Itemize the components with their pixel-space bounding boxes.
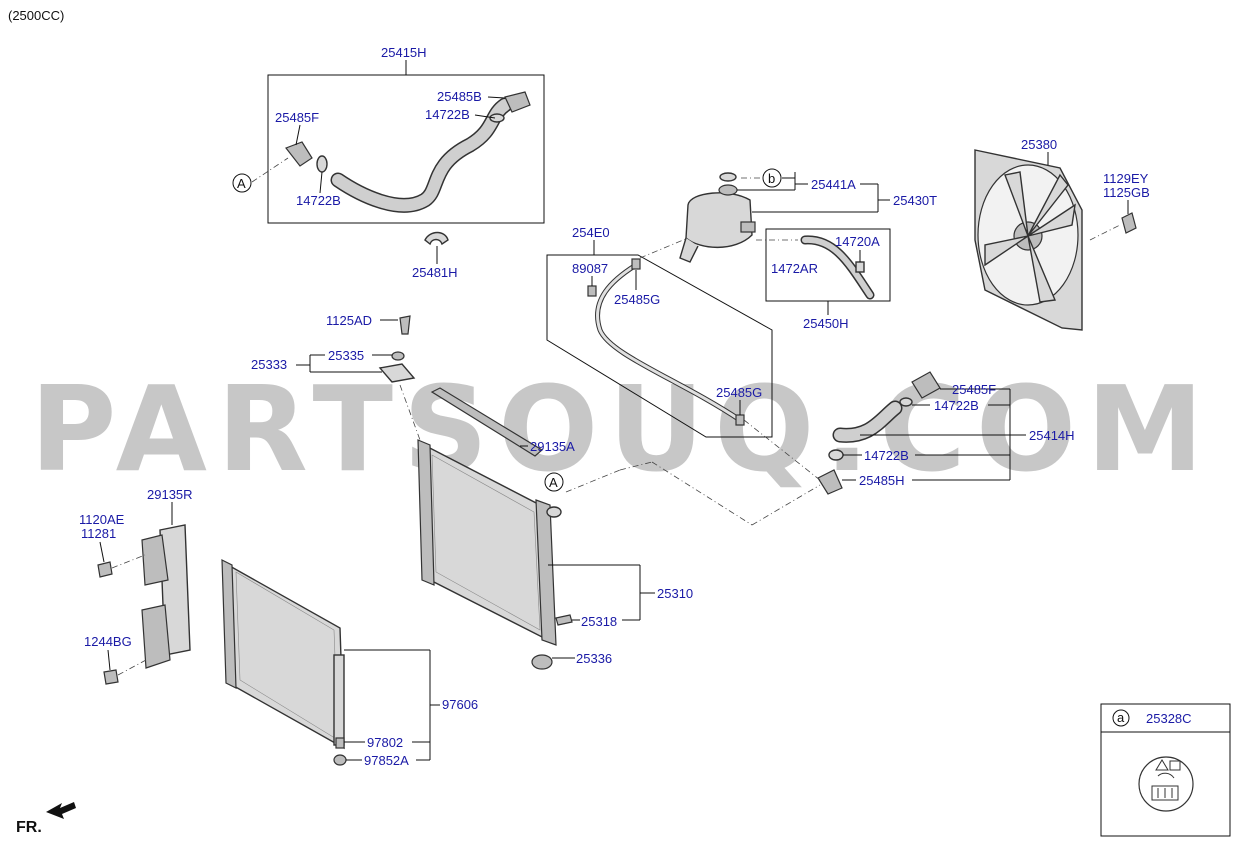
part-label-254E0[interactable]: 254E0 (572, 225, 610, 240)
part-label-14722B-top[interactable]: 14722B (425, 107, 470, 122)
radiator-core (417, 439, 562, 646)
part-label-25485G-top[interactable]: 25485G (614, 292, 660, 307)
part-label-25336[interactable]: 25336 (576, 651, 612, 666)
part-label-25485F-right[interactable]: 25485F (952, 382, 996, 397)
part-label-25430T[interactable]: 25430T (893, 193, 937, 208)
part-label-97852A[interactable]: 97852A (364, 753, 409, 768)
side-air-guard (141, 524, 191, 669)
warning-label-decal (1138, 756, 1194, 812)
guard-bolt-lower (103, 669, 119, 685)
part-label-25414H[interactable]: 25414H (1029, 428, 1075, 443)
coolant-reservoir (679, 172, 756, 263)
part-label-14720A[interactable]: 14720A (835, 234, 880, 249)
bracket-bolt (399, 315, 411, 335)
lower-radiator-hose (817, 371, 941, 495)
front-direction-label: FR. (16, 819, 42, 836)
radiator-air-guard (430, 387, 544, 457)
upper-radiator-hose (285, 91, 531, 213)
part-label-25333[interactable]: 25333 (251, 357, 287, 372)
part-label-25318[interactable]: 25318 (581, 614, 617, 629)
radiator-upper-bracket (378, 363, 416, 383)
part-label-25485G-mid[interactable]: 25485G (716, 385, 762, 400)
part-label-25485B[interactable]: 25485B (437, 89, 482, 104)
part-label-14722B-right[interactable]: 14722B (934, 398, 979, 413)
part-label-14722B-lower[interactable]: 14722B (864, 448, 909, 463)
part-label-25481H[interactable]: 25481H (412, 265, 458, 280)
part-label-14722B-left[interactable]: 14722B (296, 193, 341, 208)
receiver-drier (335, 737, 345, 749)
part-label-1129EY[interactable]: 1129EY (1103, 171, 1149, 186)
part-label-97802[interactable]: 97802 (367, 735, 403, 750)
part-label-97606[interactable]: 97606 (442, 697, 478, 712)
cooling-fan-shroud (974, 149, 1083, 331)
part-label-29135A[interactable]: 29135A (530, 439, 575, 454)
drain-plug (555, 614, 573, 626)
part-label-1125AD[interactable]: 1125AD (326, 313, 372, 328)
part-label-25485F-left[interactable]: 25485F (275, 110, 319, 125)
engine-variant-label: (2500CC) (8, 8, 64, 23)
part-label-1120AE[interactable]: 1120AE (79, 512, 125, 527)
part-label-25335[interactable]: 25335 (328, 348, 364, 363)
bypass-pipe-frame (546, 254, 773, 438)
front-direction-arrow-icon (46, 802, 76, 819)
ac-condenser (221, 559, 345, 750)
part-label-1472AR[interactable]: 1472AR (771, 261, 818, 276)
part-label-1244BG[interactable]: 1244BG (84, 634, 132, 649)
part-label-25415H[interactable]: 25415H (381, 45, 427, 60)
callout-a-radiator[interactable]: A (544, 472, 564, 492)
svg-text:A: A (549, 475, 558, 490)
svg-text:A: A (237, 176, 246, 191)
legend-box (1100, 703, 1231, 837)
callout-a-top[interactable]: A (232, 173, 252, 193)
part-label-89087[interactable]: 89087 (572, 261, 608, 276)
guard-bolt-upper (97, 561, 113, 578)
part-label-25485H[interactable]: 25485H (859, 473, 905, 488)
part-label-25450H[interactable]: 25450H (803, 316, 849, 331)
drier-cap (333, 754, 347, 766)
part-label-25441A[interactable]: 25441A (811, 177, 856, 192)
part-label-25380[interactable]: 25380 (1021, 137, 1057, 152)
part-label-1125GB[interactable]: 1125GB (1103, 185, 1150, 200)
fan-bolt (1121, 212, 1137, 234)
callout-b[interactable]: b (762, 168, 782, 188)
part-label-25328C[interactable]: 25328C (1146, 711, 1192, 726)
part-label-29135R[interactable]: 29135R (147, 487, 193, 502)
svg-text:b: b (768, 171, 775, 186)
hose-clip (424, 231, 449, 246)
part-label-11281[interactable]: 11281 (81, 526, 116, 541)
svg-text:a: a (1117, 710, 1125, 725)
legend-callout-a: a (1112, 709, 1130, 727)
radiator-mount-insulator (531, 654, 553, 670)
part-label-25310[interactable]: 25310 (657, 586, 693, 601)
